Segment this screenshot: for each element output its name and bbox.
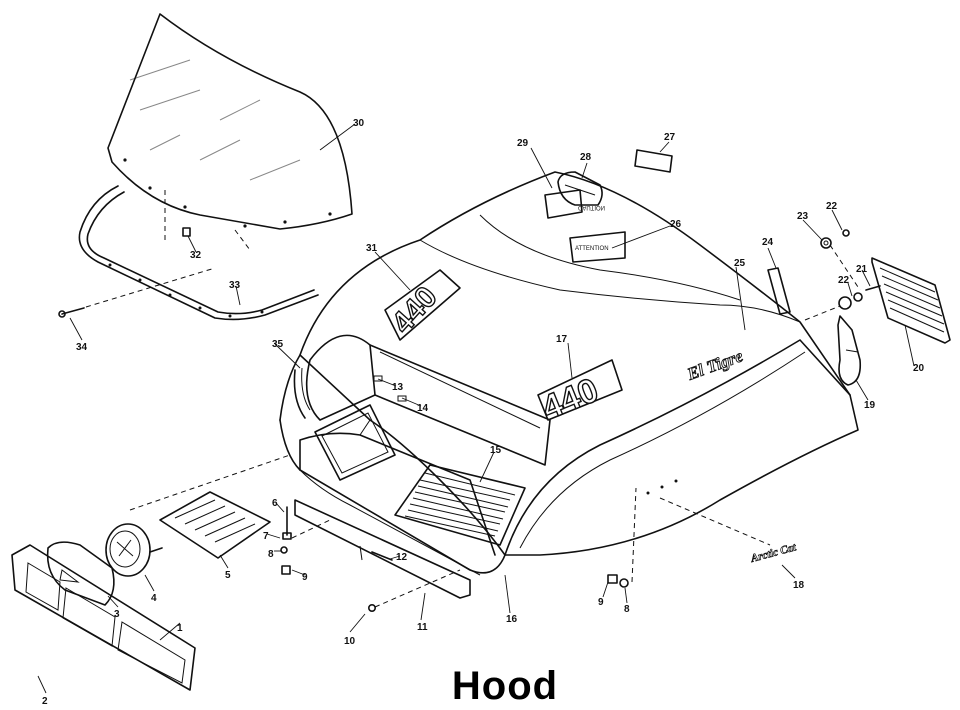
callout-29: 29 [517, 138, 529, 149]
callout-15: 15 [490, 445, 502, 456]
callout-numbers: 30 29 28 27 26 31 17 25 24 23 22 21 22 2… [42, 118, 925, 707]
callout-27: 27 [664, 132, 676, 143]
callout-14: 14 [417, 403, 429, 414]
small-hardware [280, 487, 637, 612]
hood-vent-grille [394, 464, 526, 546]
diagram-title: Hood [451, 664, 559, 708]
hood-number-decal: 440 [384, 269, 461, 341]
callout-12: 12 [396, 552, 408, 563]
callout-17: 17 [556, 334, 568, 345]
side-number-decal: 440 [536, 359, 623, 428]
callout-24: 24 [762, 237, 774, 248]
callout-13: 13 [392, 382, 404, 393]
callout-26: 26 [670, 219, 682, 230]
callout-1: 1 [177, 623, 183, 634]
caution-text: CAUTION [578, 204, 605, 210]
hood-body [279, 171, 859, 576]
brand-decal: El Tigre [683, 346, 746, 385]
script-badge: Arctic Cat [659, 497, 799, 566]
lower-bracket [294, 499, 471, 599]
callout-25: 25 [734, 258, 746, 269]
windshield-fastener [164, 190, 191, 240]
callout-35: 35 [272, 339, 284, 350]
callout-3: 3 [114, 609, 120, 620]
windshield-trim [78, 185, 319, 321]
callout-18: 18 [793, 580, 805, 591]
hood-latch [804, 296, 862, 386]
hood-handle [557, 171, 603, 206]
headlight-housing [105, 523, 163, 577]
callout-33: 33 [229, 280, 241, 291]
callout-19: 19 [864, 400, 876, 411]
callout-9b: 9 [598, 597, 604, 608]
callout-4: 4 [151, 593, 157, 604]
callout-5: 5 [225, 570, 231, 581]
attention-text: ATTENTION [575, 246, 609, 252]
callout-11: 11 [417, 622, 428, 633]
callout-8a: 8 [268, 549, 274, 560]
trim-screw [58, 267, 216, 318]
callout-22b: 22 [838, 275, 850, 286]
leader-lines [37, 123, 915, 694]
callout-23: 23 [797, 211, 809, 222]
callout-16: 16 [506, 614, 518, 625]
side-number-text: 440 [537, 371, 604, 427]
latch-post [282, 506, 292, 540]
assembly-lines [129, 229, 291, 511]
headlight-lens [46, 541, 115, 606]
callout-34: 34 [76, 342, 88, 353]
script-badge-text: Arctic Cat [749, 541, 799, 565]
hardware-washers [820, 229, 881, 302]
callout-32: 32 [190, 250, 202, 261]
callout-20: 20 [913, 363, 925, 374]
dash-opening [293, 334, 551, 481]
warning-label [634, 149, 673, 173]
caution-decal: CAUTION [544, 189, 605, 219]
headlight-bezel [11, 544, 196, 691]
callout-8b: 8 [624, 604, 630, 615]
callout-6: 6 [272, 498, 278, 509]
callout-22a: 22 [826, 201, 838, 212]
brand-text: El Tigre [684, 346, 746, 384]
windshield [107, 13, 353, 230]
callout-30: 30 [353, 118, 365, 129]
callout-31: 31 [366, 243, 378, 254]
callout-10: 10 [344, 636, 356, 647]
hood-number-text: 440 [386, 280, 444, 339]
callout-9a: 9 [302, 572, 308, 583]
callout-28: 28 [580, 152, 592, 163]
hood-strap [767, 267, 791, 315]
front-air-grille [159, 491, 271, 559]
side-vent-grille [871, 257, 951, 344]
attention-decal: ATTENTION [569, 231, 626, 263]
callout-2: 2 [42, 696, 48, 707]
callout-21: 21 [856, 264, 868, 275]
callout-7: 7 [263, 531, 269, 542]
